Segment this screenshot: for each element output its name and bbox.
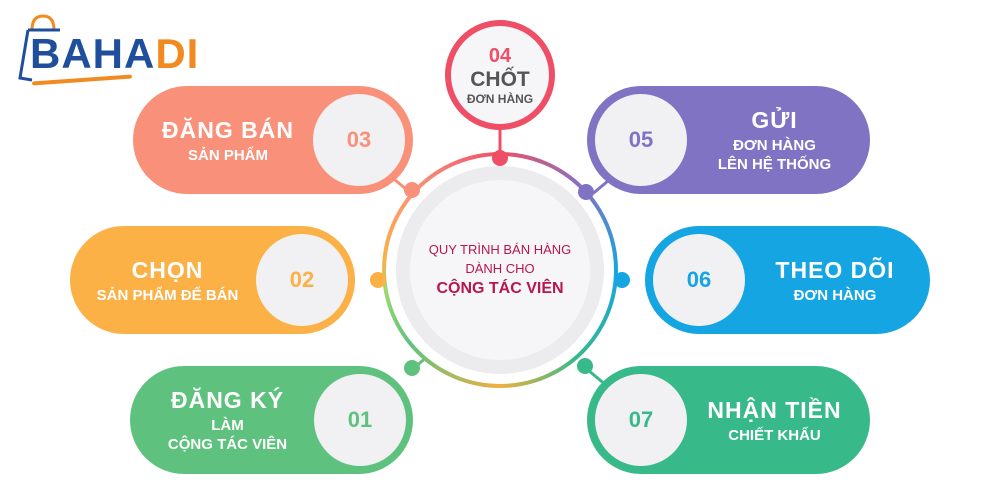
- step-title: CHỐT: [470, 67, 530, 91]
- bahadi-logo: BAHADI: [10, 8, 198, 88]
- step-subtitle-2: LÊN HỆ THỐNG: [717, 156, 832, 173]
- logo-text: BAHA: [30, 30, 156, 77]
- connector-dot: [404, 360, 420, 376]
- step-subtitle: ĐƠN HÀNG: [733, 137, 816, 154]
- step-subtitle: ĐƠN HÀNG: [793, 286, 877, 304]
- step-title: ĐĂNG BÁN: [162, 116, 294, 143]
- step-number: 03: [313, 94, 405, 186]
- step-title: CHỌN: [131, 256, 204, 283]
- connector-dot: [404, 182, 420, 198]
- step-04: 04 CHỐT ĐƠN HÀNG: [445, 20, 555, 130]
- step-title: GỬI: [751, 107, 798, 133]
- step-06: 06 THEO DÕI ĐƠN HÀNG: [645, 226, 930, 334]
- connector-dot: [577, 358, 593, 374]
- step-number: 01: [314, 374, 406, 466]
- step-number: 02: [256, 234, 348, 326]
- center-line-1: QUY TRÌNH BÁN HÀNG: [428, 242, 572, 257]
- step-title: NHẬN TIỀN: [707, 396, 842, 423]
- connector-dot: [614, 272, 630, 288]
- step-number: 05: [595, 94, 687, 186]
- step-07: 07 NHẬN TIỀN CHIẾT KHẤU: [587, 366, 870, 474]
- step-number: 04: [488, 44, 512, 67]
- center-line-3: CỘNG TÁC VIÊN: [436, 280, 564, 297]
- center-line-2: DÀNH CHO: [465, 261, 535, 276]
- logo-text-accent: DI: [155, 30, 200, 77]
- step-03: ĐĂNG BÁN SẢN PHẨM 03: [133, 86, 413, 194]
- step-subtitle: SẢN PHẨM ĐỂ BÁN: [96, 286, 239, 304]
- step-title: THEO DÕI: [775, 256, 895, 283]
- step-05: 05 GỬI ĐƠN HÀNG LÊN HỆ THỐNG: [587, 86, 870, 194]
- step-subtitle-2: CỘNG TÁC VIÊN: [167, 436, 288, 453]
- step-subtitle: ĐƠN HÀNG: [466, 91, 534, 106]
- step-02: CHỌN SẢN PHẨM ĐỂ BÁN 02: [70, 226, 355, 334]
- step-subtitle: LÀM: [211, 417, 244, 434]
- step-subtitle: SẢN PHẨM: [187, 146, 268, 164]
- step-number: 06: [653, 234, 745, 326]
- connector-dot: [492, 150, 508, 166]
- shopping-bag-icon: [18, 14, 60, 82]
- step-number: 07: [595, 374, 687, 466]
- center-title: QUY TRÌNH BÁN HÀNG DÀNH CHO CỘNG TÁC VIÊ…: [410, 180, 590, 360]
- step-title: ĐĂNG KÝ: [170, 387, 285, 413]
- connector-dot: [370, 272, 386, 288]
- connector-dot: [578, 184, 594, 200]
- step-01: ĐĂNG KÝ LÀM CỘNG TÁC VIÊN 01: [130, 366, 413, 474]
- step-subtitle: CHIẾT KHẤU: [728, 426, 821, 444]
